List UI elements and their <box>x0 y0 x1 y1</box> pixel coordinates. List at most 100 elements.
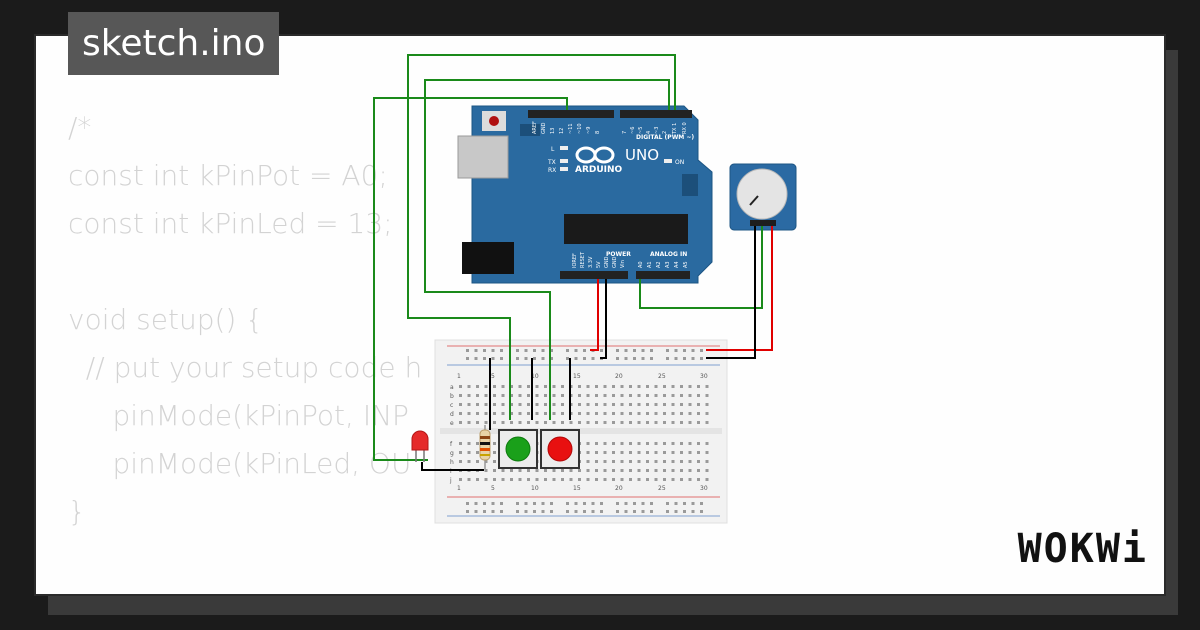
breadboard-hole <box>697 412 700 415</box>
breadboard-hole <box>612 451 615 454</box>
breadboard-hole <box>620 421 624 424</box>
breadboard-hole <box>688 451 692 454</box>
breadboard-hole <box>561 394 564 397</box>
led-tx <box>560 159 568 163</box>
breadboard-hole <box>561 478 564 481</box>
breadboard-hole <box>680 412 683 415</box>
breadboard-hole <box>697 421 700 424</box>
breadboard-hole <box>541 349 545 352</box>
breadboard-hole <box>603 421 607 424</box>
breadboard-hole <box>459 403 462 406</box>
breadboard-hole <box>541 502 545 505</box>
breadboard-hole <box>493 412 496 415</box>
header-top-right <box>620 110 692 118</box>
breadboard-hole <box>671 460 675 463</box>
breadboard-hole <box>467 451 471 454</box>
breadboard-hole <box>541 357 545 360</box>
breadboard-hole <box>474 502 478 505</box>
usb-port <box>457 135 509 179</box>
breadboard-hole <box>666 502 669 505</box>
code-line: void loop() { <box>68 584 422 594</box>
breadboard-hole <box>620 478 624 481</box>
breadboard-hole <box>535 403 539 406</box>
breadboard-hole <box>544 394 547 397</box>
breadboard-hole <box>654 421 658 424</box>
potentiometer-pins <box>750 220 776 226</box>
breadboard-hole <box>633 357 636 360</box>
breadboard-hole <box>484 469 488 472</box>
pushbutton-red[interactable] <box>540 429 580 469</box>
breadboard-hole <box>491 357 495 360</box>
breadboard-hole <box>641 502 645 505</box>
breadboard-hole <box>533 349 536 352</box>
breadboard-hole <box>544 403 547 406</box>
breadboard-hole <box>552 469 556 472</box>
breadboard-hole <box>476 421 479 424</box>
pushbutton-green[interactable] <box>498 429 538 469</box>
breadboard-hole <box>466 510 469 513</box>
breadboard-hole <box>583 502 586 505</box>
breadboard-hole <box>550 357 553 360</box>
breadboard-hole <box>666 349 669 352</box>
arduino-uno-board[interactable]: DIGITAL (PWM ~) UNO ARDUINO L TX RX ON P… <box>457 105 713 284</box>
breadboard-hole <box>516 502 519 505</box>
breadboard-hole <box>583 349 586 352</box>
breadboard-hole <box>663 394 666 397</box>
code-line: // put your setup code h <box>68 351 423 384</box>
breadboard-hole <box>680 403 683 406</box>
column-label: 20 <box>615 485 623 492</box>
breadboard-hole <box>650 510 653 513</box>
breadboard-hole <box>527 412 530 415</box>
breadboard-hole <box>654 469 658 472</box>
led[interactable] <box>411 430 429 462</box>
column-label: 1 <box>457 373 461 380</box>
breadboard-hole <box>527 394 530 397</box>
breadboard-hole <box>646 403 649 406</box>
breadboard-hole <box>620 394 624 397</box>
potentiometer[interactable] <box>729 163 797 231</box>
digital-pin-label: 7 <box>622 131 628 134</box>
breadboard-hole <box>663 421 666 424</box>
breadboard-hole <box>600 349 603 352</box>
potentiometer-knob-indicator <box>749 195 759 206</box>
breadboard-hole <box>697 394 700 397</box>
column-label: 25 <box>658 373 666 380</box>
breadboard-hole <box>688 385 692 388</box>
breadboard-hole <box>586 478 590 481</box>
row-label: c <box>450 402 453 409</box>
resistor[interactable] <box>479 425 491 470</box>
breadboard-hole <box>500 357 503 360</box>
breadboard-hole <box>467 442 471 445</box>
digital-pin-label: 4 <box>646 131 652 134</box>
breadboard-hole <box>595 412 598 415</box>
breadboard-hole <box>612 403 615 406</box>
icsp-header-2 <box>682 174 698 196</box>
code-line: const int kPinLed = 13; <box>68 207 393 240</box>
analog-pin-label: A4 <box>674 261 680 268</box>
breadboard-hole <box>552 403 556 406</box>
breadboard-hole <box>620 442 624 445</box>
breadboard-hole <box>603 451 607 454</box>
breadboard-hole <box>544 421 547 424</box>
breadboard-hole <box>466 502 469 505</box>
column-label: 10 <box>531 373 539 380</box>
breadboard-hole <box>533 502 536 505</box>
column-label: 30 <box>700 485 708 492</box>
column-label: 15 <box>573 485 581 492</box>
breadboard-hole <box>566 349 569 352</box>
breadboard-hole <box>501 412 505 415</box>
breadboard-hole <box>705 478 709 481</box>
power-pin-label: GND <box>612 256 618 268</box>
breadboard-hole <box>688 403 692 406</box>
breadboard-hole <box>674 510 678 513</box>
breadboard-hole <box>586 421 590 424</box>
breadboard-hole <box>544 385 547 388</box>
wire-black <box>421 462 484 471</box>
breadboard-hole <box>561 412 564 415</box>
digital-pin-label: ~3 <box>654 127 660 134</box>
breadboard-hole <box>550 349 553 352</box>
breadboard-hole <box>663 460 666 463</box>
digital-pin-label: RX 0 <box>682 122 688 134</box>
breadboard-hole <box>674 502 678 505</box>
